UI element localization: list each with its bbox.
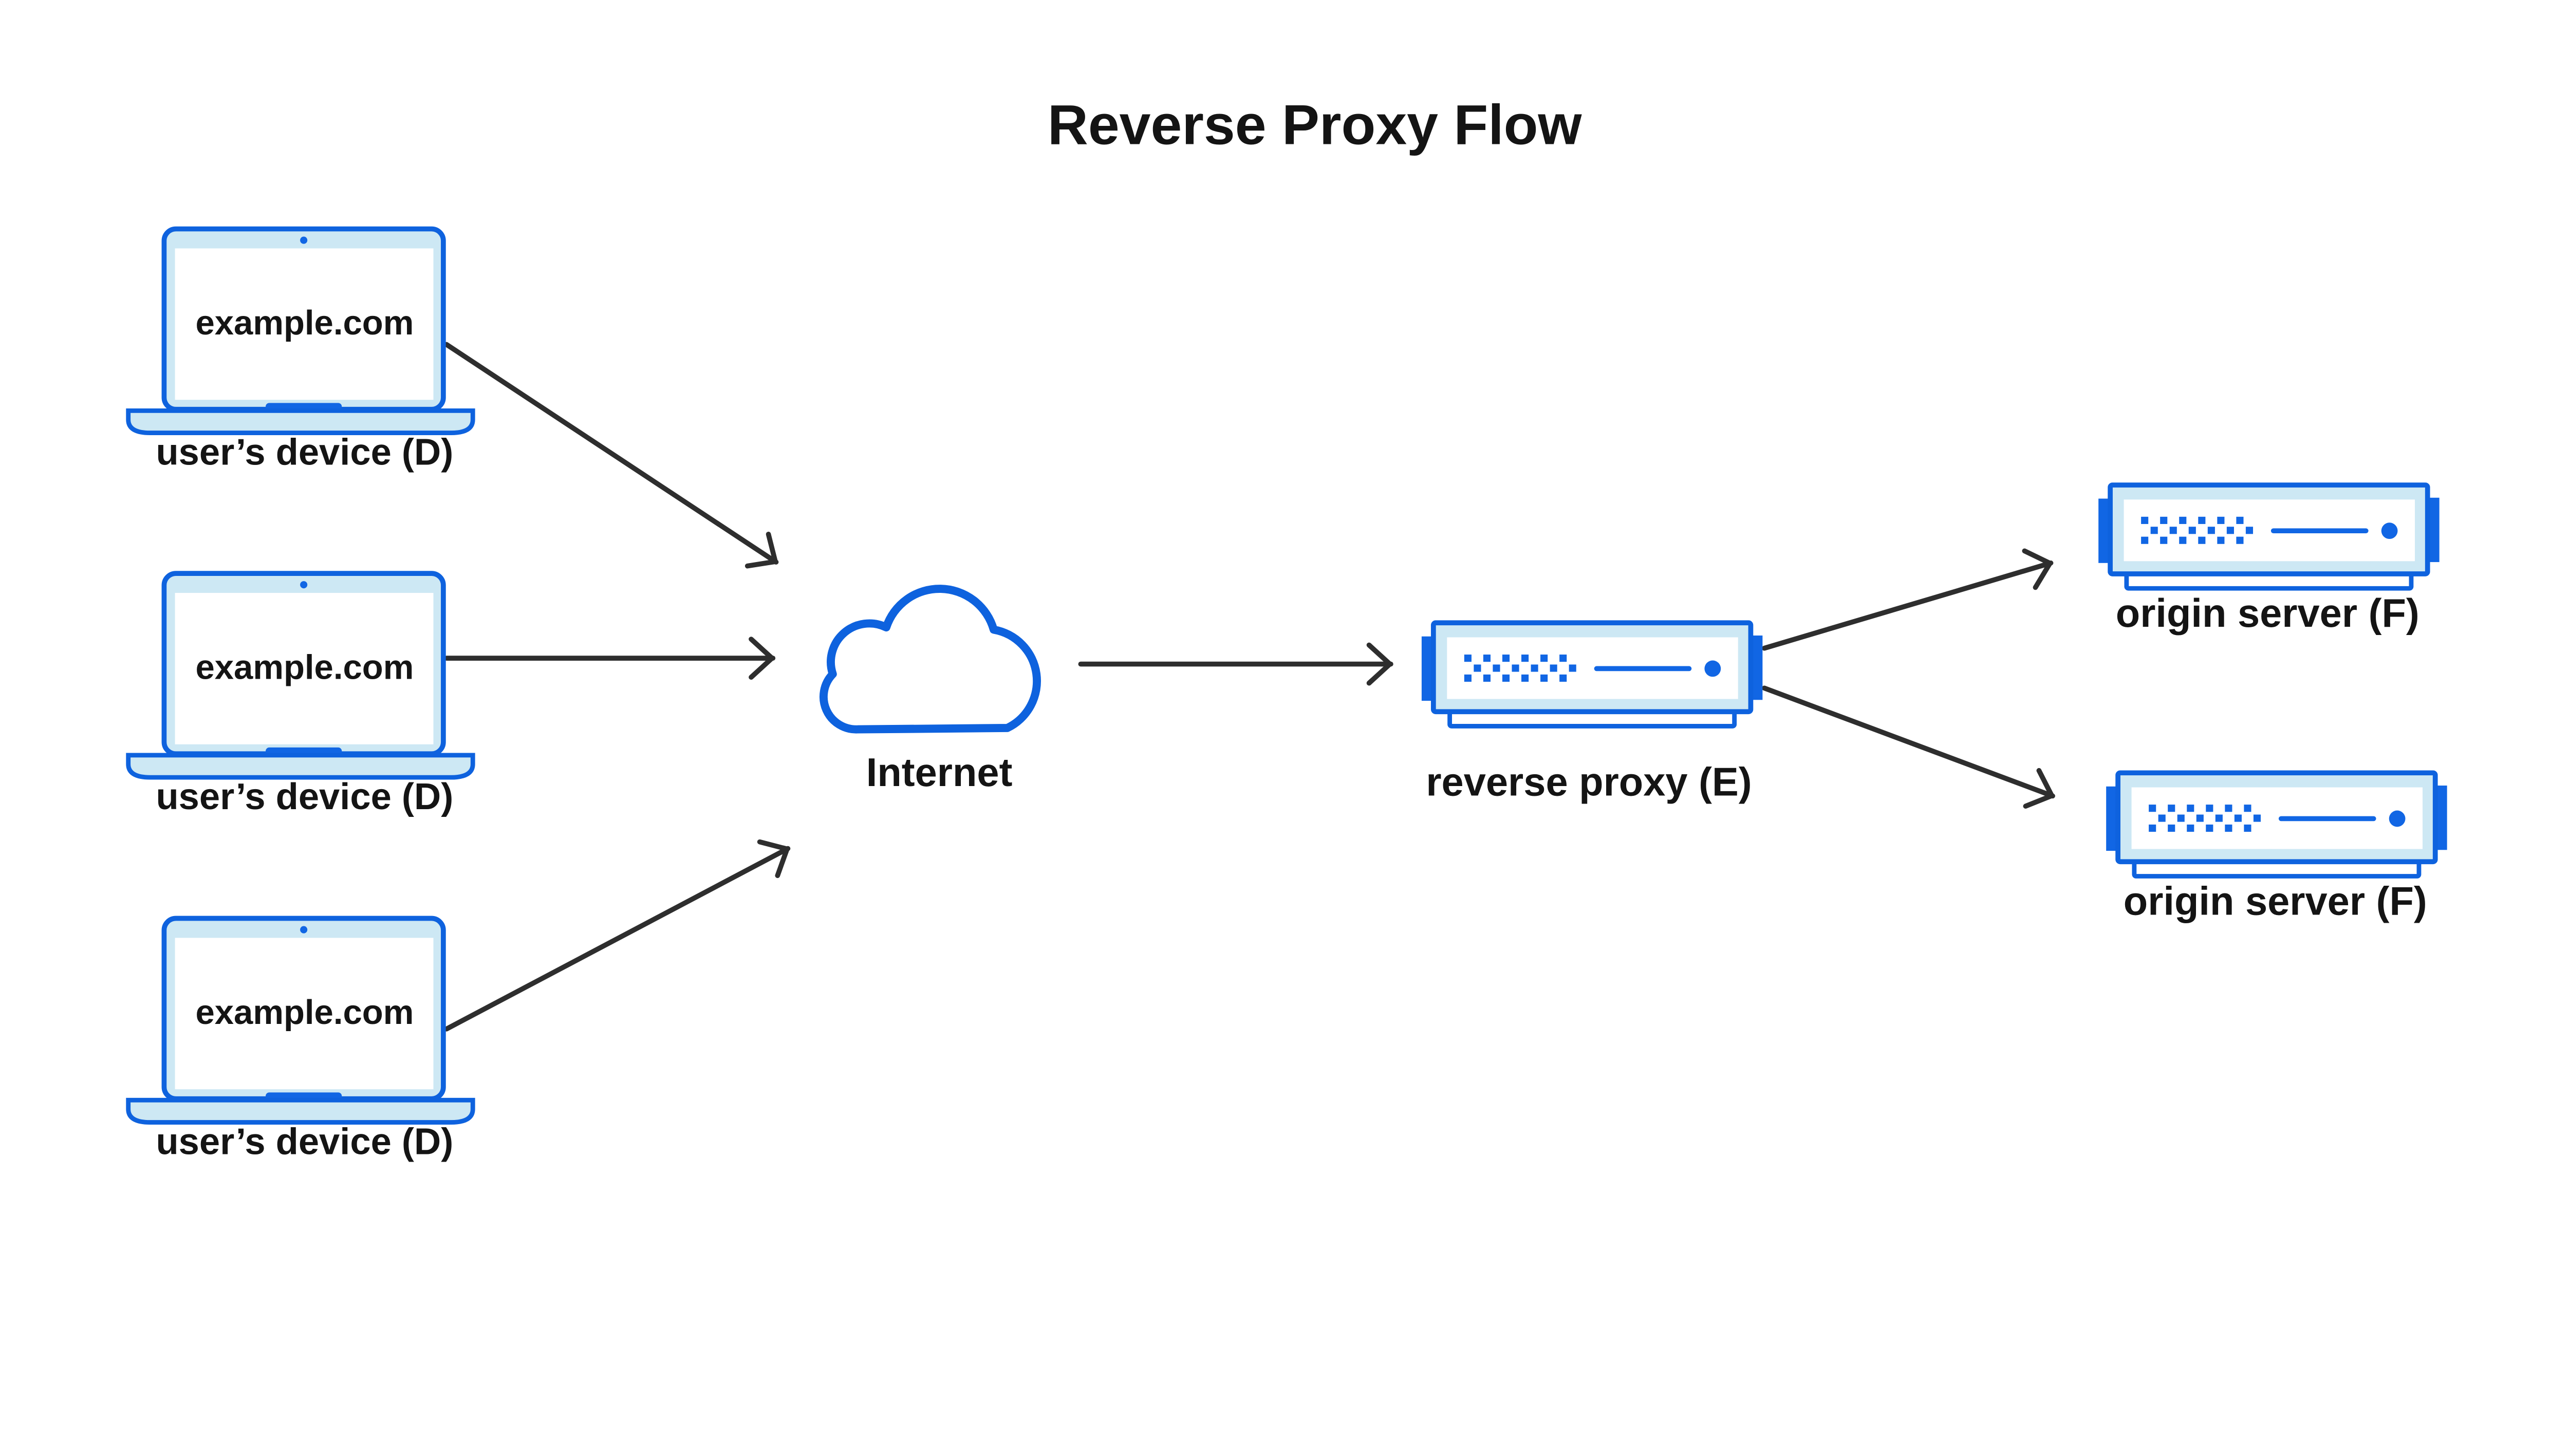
flow-arrows [444, 342, 2055, 1032]
node-origin-server-2: origin server (F) [2106, 773, 2447, 923]
device-screen-url: example.com [195, 993, 414, 1032]
device-label: user’s device (D) [156, 1121, 453, 1162]
device-screen-url: example.com [195, 304, 414, 342]
server-icon [2106, 773, 2447, 876]
page-title: Reverse Proxy Flow [1048, 94, 1583, 157]
node-reverse-proxy: reverse proxy (E) [1422, 623, 1762, 804]
device-screen-url: example.com [195, 648, 414, 687]
server-icon [1422, 623, 1762, 726]
arrow-device1-to-internet [444, 342, 779, 569]
server-icon [2098, 485, 2439, 588]
reverse-proxy-label: reverse proxy (E) [1426, 760, 1752, 804]
node-user-device-3: example.com user’s device (D) [128, 919, 473, 1162]
arrow-device3-to-internet [444, 839, 791, 1032]
reverse-proxy-flow-diagram: Reverse Proxy Flow example.com user’s de… [125, 94, 2450, 1163]
origin-server-label: origin server (F) [2124, 879, 2427, 923]
origin-server-label: origin server (F) [2116, 591, 2419, 636]
node-origin-server-1: origin server (F) [2098, 485, 2439, 636]
diagram-page: Reverse Proxy Flow example.com user’s de… [125, 94, 2450, 1163]
node-user-device-1: example.com user’s device (D) [128, 229, 473, 473]
device-label: user’s device (D) [156, 776, 453, 817]
device-label: user’s device (D) [156, 432, 453, 473]
internet-label: Internet [866, 751, 1013, 795]
arrow-proxy-to-origin2 [1762, 685, 2055, 809]
node-user-device-2: example.com user’s device (D) [128, 573, 473, 817]
arrow-proxy-to-origin1 [1762, 548, 2054, 651]
cloud-icon [820, 585, 1041, 734]
node-internet: Internet [820, 585, 1041, 795]
